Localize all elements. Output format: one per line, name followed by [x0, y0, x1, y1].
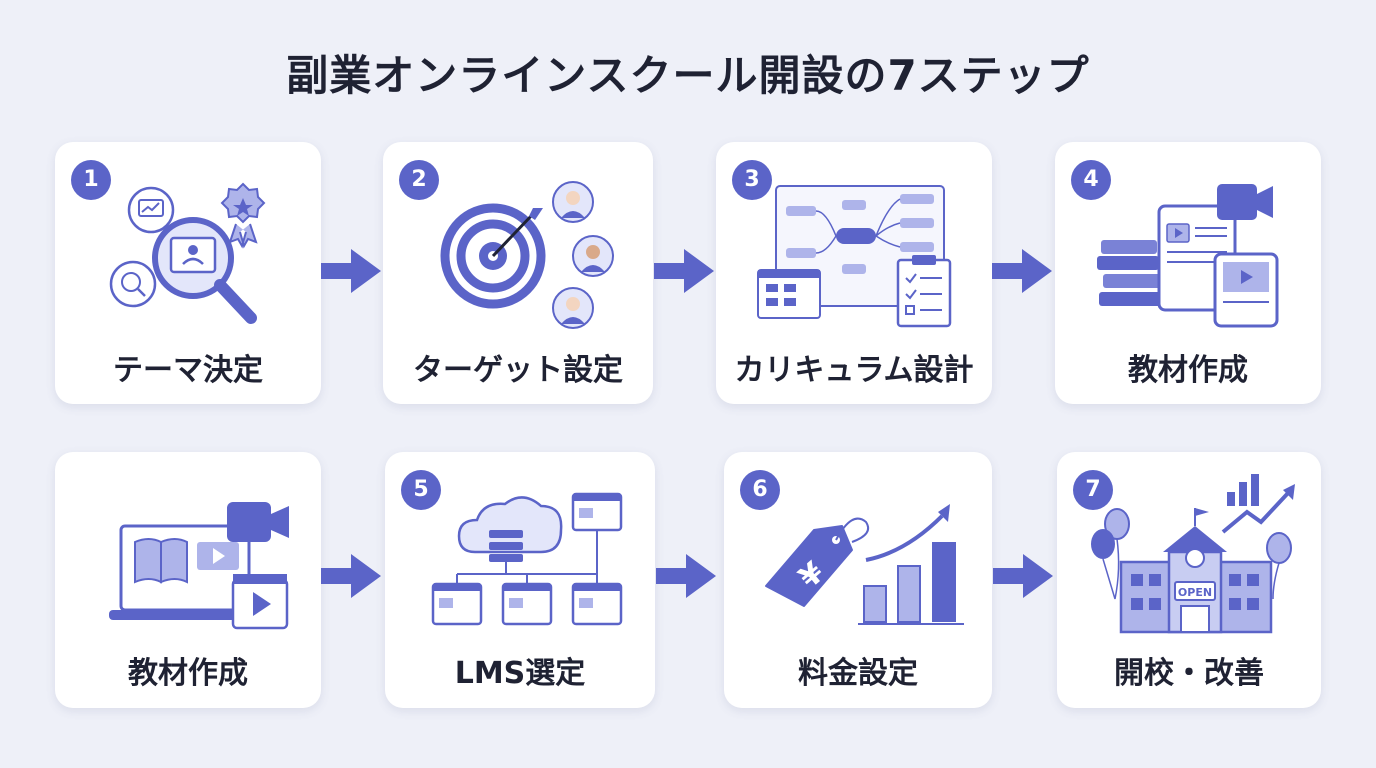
step-card-4: 4 教材作成: [1055, 142, 1321, 404]
school-open-balloons-icon: OPEN: [1091, 474, 1295, 634]
books-video-tablet-icon: [1097, 184, 1279, 328]
step-label-3: カリキュラム設計: [734, 353, 974, 388]
target-audience-icon: [440, 181, 614, 329]
step-card-1: 1 テーマ決定: [55, 142, 321, 404]
magnifier-research-icon: [109, 182, 266, 324]
arrow-right-icon: [993, 554, 1053, 598]
arrow-right-icon: [992, 249, 1052, 293]
step-card-2: 2 ターゲット設定: [383, 142, 653, 404]
step-label-7: 開校・改善: [1114, 656, 1264, 691]
step-label-6: 料金設定: [798, 656, 918, 691]
step-badge-4: 4: [1071, 160, 1111, 200]
step-label-2: ターゲット設定: [413, 353, 623, 388]
open-sign: OPEN: [1178, 586, 1212, 599]
step-badge-3: 3: [732, 160, 772, 200]
arrow-right-icon: [321, 554, 381, 598]
arrow-right-icon: [654, 249, 714, 293]
page-title: 副業オンラインスクール開設の7ステップ: [286, 51, 1090, 100]
step-card-extra: 教材作成: [55, 452, 321, 708]
arrow-right-icon: [656, 554, 716, 598]
step-label-1: テーマ決定: [113, 353, 263, 388]
laptop-video-book-icon: [109, 502, 289, 630]
step-label-4: 教材作成: [1128, 353, 1248, 388]
step-card-3: 3 カリキュラム設計: [716, 142, 992, 404]
cloud-server-network-icon: [431, 492, 623, 626]
step-badge-7: 7: [1073, 470, 1113, 510]
step-card-5: 5 LMS選定: [385, 452, 655, 708]
step-label-5: LMS選定: [454, 656, 586, 691]
step-card-7: 7 OPEN 開校・改善: [1057, 452, 1321, 708]
step-badge-2: 2: [399, 160, 439, 200]
price-tag-growth-icon: ¥: [765, 504, 964, 625]
step-card-6: 6 ¥ 料金設定: [724, 452, 992, 708]
arrow-right-icon: [321, 249, 381, 293]
mindmap-checklist-icon: [757, 185, 952, 328]
step-badge-1: 1: [71, 160, 111, 200]
step-badge-6: 6: [740, 470, 780, 510]
step-badge-5: 5: [401, 470, 441, 510]
step-label-extra: 教材作成: [128, 656, 248, 691]
